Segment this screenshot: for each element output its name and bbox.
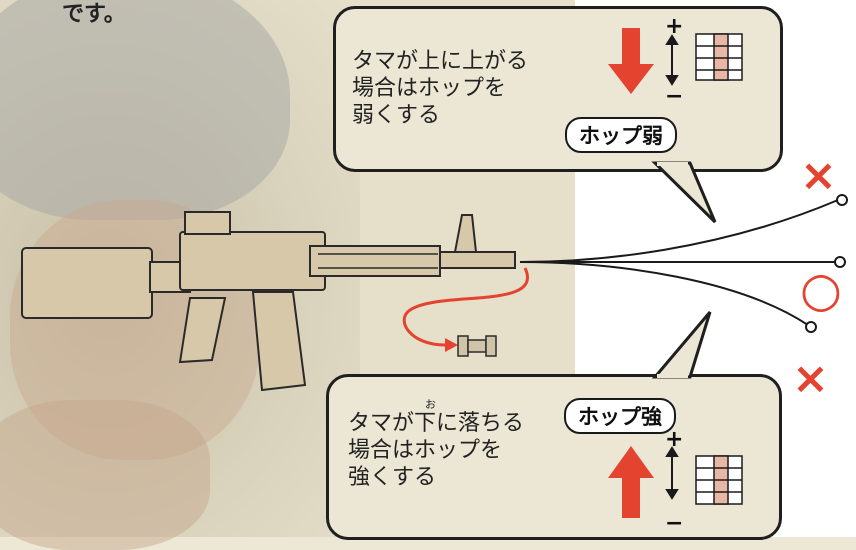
hop-strong-badge: ホップ強 xyxy=(564,398,676,434)
trajectory-upper xyxy=(519,199,839,263)
upper-line-1: タマが上に上がる xyxy=(352,49,529,74)
upper-minus-label: − xyxy=(665,84,683,109)
impact-middle xyxy=(834,256,846,268)
helmet-shape xyxy=(0,0,290,220)
rail-details xyxy=(318,253,438,269)
furigana: お xyxy=(425,398,436,411)
scale-lower xyxy=(665,446,679,500)
arrow-up-icon xyxy=(608,446,654,518)
marker-correct: ○ xyxy=(800,262,842,318)
lower-line-2: 場合はホップを xyxy=(348,438,503,463)
scale-upper xyxy=(665,34,679,86)
upper-bubble-tail xyxy=(651,161,717,224)
top-caption: です。 xyxy=(62,2,126,27)
rifle-illustration xyxy=(21,211,516,392)
hop-part xyxy=(457,335,497,357)
trajectories xyxy=(519,199,839,326)
lower-plus-label: + xyxy=(665,427,683,452)
marker-wrong-upper: × xyxy=(800,150,837,201)
lower-line-3: 強くする xyxy=(348,465,437,490)
trajectory-lower xyxy=(519,261,809,326)
dial-upper xyxy=(695,33,743,81)
impact-upper xyxy=(836,194,848,206)
hop-part-arrow xyxy=(402,267,529,347)
lower-bubble-text: タマが下に落ちる 場合はホップを 強くする xyxy=(348,410,524,491)
upper-line-3: 弱くする xyxy=(352,103,441,128)
arrow-down-icon xyxy=(608,28,654,94)
impact-lower xyxy=(805,321,817,333)
marker-wrong-lower: × xyxy=(792,353,829,404)
upper-bubble-text: タマが上に上がる 場合はホップを 弱くする xyxy=(352,48,528,129)
diagram-graphics: + − + − × ○ × xyxy=(21,14,848,536)
hand-shape xyxy=(0,400,210,550)
lower-minus-label: − xyxy=(665,511,683,536)
lower-line-1: タマが下に落ちる xyxy=(348,411,525,436)
lower-speech-bubble xyxy=(326,374,782,540)
lower-bubble-tail xyxy=(651,311,712,379)
upper-line-2: 場合はホップを xyxy=(352,76,507,101)
dial-lower xyxy=(695,455,743,505)
hop-weak-badge: ホップ弱 xyxy=(565,117,677,153)
upper-plus-label: + xyxy=(665,14,683,39)
